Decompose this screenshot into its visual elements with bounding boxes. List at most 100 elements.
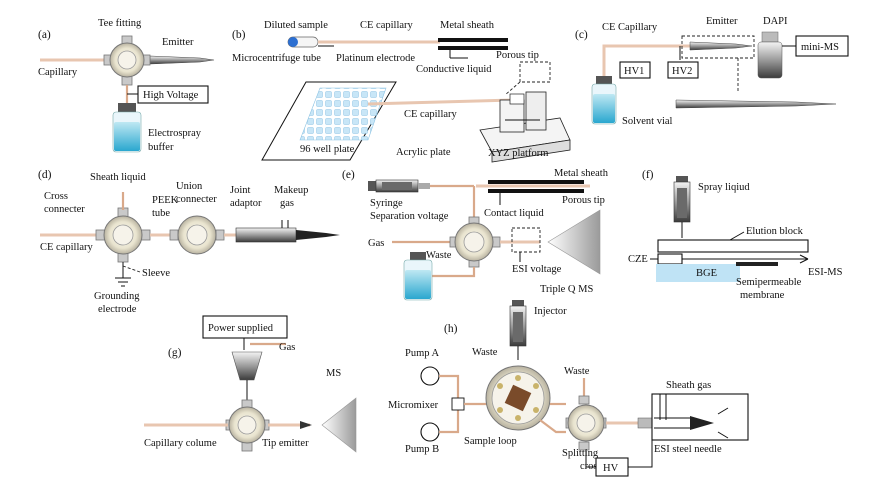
grounding-label-2: electrode xyxy=(98,304,137,315)
esi-needle-label: ESI steel needle xyxy=(654,444,722,455)
capillary-column-label: Capillary colume xyxy=(144,438,217,449)
panel-a-letter: (a) xyxy=(38,29,51,41)
panel-d: (d) Sheath liquid Cross connecter PEEK t… xyxy=(38,169,340,315)
capillary-label: Capillary xyxy=(38,67,78,78)
panel-e: (e) Syringe Separation voltage Metal she… xyxy=(342,168,609,301)
hv1-box xyxy=(619,61,651,79)
pump-b xyxy=(420,422,440,442)
triple-q-ms-cone xyxy=(547,209,601,275)
panel-g-letter: (g) xyxy=(168,347,182,359)
buffer-label-1: Electrospray xyxy=(148,128,202,139)
contact-liquid-label: Contact liquid xyxy=(484,208,545,219)
sleeve-label: Sleeve xyxy=(142,268,170,279)
esi-needle-box xyxy=(651,393,749,441)
ce-capillary-label: CE Capillary xyxy=(602,22,658,33)
power-supplied-box xyxy=(202,315,288,339)
emitter-enlarged xyxy=(675,99,837,109)
panel-e-letter: (e) xyxy=(342,169,355,181)
buffer-label-2: buffer xyxy=(148,142,174,153)
xyz-platform-label: XYZ platform xyxy=(488,148,548,159)
mini-ms-label: mini-MS xyxy=(801,42,839,53)
union-label-1: Union xyxy=(176,181,203,192)
panel-b-letter: (b) xyxy=(232,29,246,41)
injector-label: Injector xyxy=(534,306,567,317)
gas-funnel xyxy=(231,351,263,381)
hv-label: HV xyxy=(603,463,619,474)
panel-a: (a) Tee fitting Emitter Capillary High V… xyxy=(38,18,215,153)
union-label-2: connecter xyxy=(176,194,217,205)
pump-b-label: Pump B xyxy=(405,444,439,455)
splitting-label-1: Splitting xyxy=(562,448,599,459)
panel-f-letter: (f) xyxy=(642,169,654,181)
emitter-label: Emitter xyxy=(706,16,738,27)
waste-label-2: Waste xyxy=(564,366,590,377)
cze-label: CZE xyxy=(628,254,648,265)
pump-a xyxy=(420,366,440,386)
power-supplied-label: Power supplied xyxy=(208,323,274,334)
acrylic-plate-label: Acrylic plate xyxy=(396,147,451,158)
high-voltage-label: High Voltage xyxy=(143,90,199,101)
ce-capillary-label-top: CE capillary xyxy=(360,20,414,31)
platinum-electrode-label: Platinum electrode xyxy=(336,53,415,64)
grounding-label-1: Grounding xyxy=(94,291,140,302)
elution-block xyxy=(657,239,809,253)
esi-voltage-label: ESI voltage xyxy=(512,264,562,275)
bge-label: BGE xyxy=(696,268,717,279)
sheath-liquid-label: Sheath liquid xyxy=(90,172,146,183)
syringe xyxy=(368,179,430,193)
emitter-needle xyxy=(149,55,215,65)
spray-liquid-syringe xyxy=(673,176,691,238)
porous-tip-label: Porous tip xyxy=(496,50,539,61)
hv1-label: HV1 xyxy=(624,66,644,77)
semipermeable-label-2: membrane xyxy=(740,290,785,301)
sheath-gas-label: Sheath gas xyxy=(666,380,711,391)
joint-label-2: adaptor xyxy=(230,198,262,209)
panel-g: (g) Power supplied Gas Capillary colume … xyxy=(144,315,357,453)
micromixer-label: Micromixer xyxy=(388,400,439,411)
emitter-label: Emitter xyxy=(162,37,194,48)
waste-label: Waste xyxy=(426,250,452,261)
tip-emitter-label: Tip emitter xyxy=(262,438,309,449)
makeup-gas-label-1: Makeup xyxy=(274,185,308,196)
elution-block-label: Elution block xyxy=(746,226,804,237)
ms-label: MS xyxy=(326,368,341,379)
cross-label-1: Cross xyxy=(44,191,68,202)
cross-label-2: connecter xyxy=(44,204,85,215)
hv2-label: HV2 xyxy=(672,66,692,77)
hv2-box xyxy=(667,61,699,79)
diluted-sample-label: Diluted sample xyxy=(264,20,328,31)
ms-cone xyxy=(321,397,357,453)
tee-fitting-label: Tee fitting xyxy=(98,18,142,29)
makeup-gas-label-2: gas xyxy=(280,198,294,209)
panel-h-letter: (h) xyxy=(444,323,458,335)
panel-c: (c) CE Capillary Emitter DAPI mini-MS HV… xyxy=(575,16,849,127)
dapi-label: DAPI xyxy=(763,16,788,27)
dapi-device xyxy=(757,41,783,79)
peek-label-1: PEEK xyxy=(152,195,179,206)
joint-label-1: Joint xyxy=(230,185,251,196)
emitter xyxy=(689,41,753,51)
conductive-liquid-label: Conductive liquid xyxy=(416,64,492,75)
panel-b: (b) Diluted sample CE capillary Metal sh… xyxy=(232,20,571,163)
syringe-label: Syringe xyxy=(370,198,403,209)
bge-reservoir xyxy=(656,264,740,282)
gas-label: Gas xyxy=(368,238,384,249)
spray-liquid-label: Spray liqiud xyxy=(698,182,750,193)
microcentrifuge-label: Microcentrifuge tube xyxy=(232,53,321,64)
panel-d-letter: (d) xyxy=(38,169,52,181)
panel-c-letter: (c) xyxy=(575,29,588,41)
metal-sheath-label: Metal sheath xyxy=(440,20,495,31)
micromixer xyxy=(451,397,465,411)
sample-loop-label: Sample loop xyxy=(464,436,517,447)
emitter-needle xyxy=(296,230,340,240)
separation-voltage-label: Separation voltage xyxy=(370,211,449,222)
well-plate-label: 96 well plate xyxy=(300,144,355,155)
panel-f: (f) Spray liqiud Elution block CZE BGE E… xyxy=(628,169,843,301)
semipermeable-label-1: Semipermeable xyxy=(736,277,802,288)
well-plate-96 xyxy=(299,87,387,141)
ce-capillary-label-bottom: CE capillary xyxy=(404,109,458,120)
panel-h: (h) Injector Waste Pump A Pump B Micromi… xyxy=(388,300,749,477)
peek-label-2: tube xyxy=(152,208,170,219)
triple-q-ms-label: Triple Q MS xyxy=(540,284,593,295)
